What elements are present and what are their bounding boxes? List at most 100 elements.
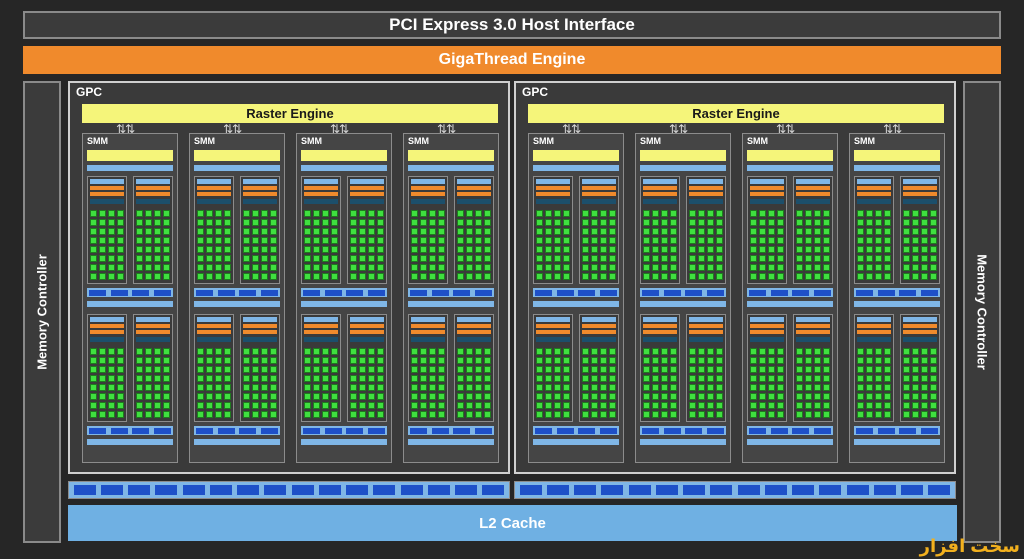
processing-block	[87, 176, 127, 284]
cuda-core	[866, 237, 873, 244]
cuda-core	[930, 348, 937, 355]
polymorph-engine	[301, 150, 387, 161]
register-file	[304, 337, 338, 342]
instruction-buffer	[903, 317, 937, 322]
ldst-sfu-row	[854, 426, 940, 435]
cuda-core	[777, 210, 784, 217]
gpc-label: GPC	[522, 85, 549, 99]
cuda-core	[805, 402, 812, 409]
cuda-core	[197, 357, 204, 364]
ldst-unit	[153, 289, 171, 296]
cuda-core	[377, 264, 384, 271]
cuda-core	[857, 357, 864, 364]
cuda-core	[866, 228, 873, 235]
ldst-unit	[556, 427, 574, 434]
cuda-core	[796, 384, 803, 391]
cuda-core	[823, 210, 830, 217]
cuda-core	[243, 228, 250, 235]
dispatch-unit	[457, 330, 491, 334]
cuda-core	[600, 348, 607, 355]
cuda-core	[554, 402, 561, 409]
cuda-core	[163, 264, 170, 271]
cuda-core	[661, 384, 668, 391]
cuda-core	[136, 264, 143, 271]
l2-slice	[373, 485, 396, 495]
cuda-core	[884, 210, 891, 217]
cuda-core	[420, 375, 427, 382]
cuda-core	[429, 411, 436, 418]
ldst-unit	[706, 427, 724, 434]
cuda-core	[814, 210, 821, 217]
l2-cache: L2 Cache	[68, 505, 957, 541]
cuda-core	[759, 375, 766, 382]
ldst-unit	[474, 427, 492, 434]
processing-block	[533, 176, 573, 284]
cuda-core	[331, 366, 338, 373]
cuda-core	[884, 366, 891, 373]
cuda-core	[322, 366, 329, 373]
cuda-core	[99, 366, 106, 373]
cuda-core	[912, 375, 919, 382]
cuda-core	[154, 366, 161, 373]
cuda-core	[377, 237, 384, 244]
dispatch-unit	[536, 192, 570, 196]
cuda-core	[466, 375, 473, 382]
ldst-unit	[410, 289, 428, 296]
cuda-core	[359, 210, 366, 217]
cuda-core	[313, 246, 320, 253]
cuda-core	[270, 411, 277, 418]
cuda-core	[796, 237, 803, 244]
cuda-core	[707, 357, 714, 364]
cuda-core-grid	[350, 210, 385, 280]
cuda-core	[261, 357, 268, 364]
cuda-core	[643, 384, 650, 391]
cuda-core	[652, 219, 659, 226]
cuda-core	[457, 210, 464, 217]
cuda-core	[643, 219, 650, 226]
cuda-core	[554, 219, 561, 226]
cuda-core	[768, 384, 775, 391]
cuda-core	[796, 255, 803, 262]
cuda-core	[600, 264, 607, 271]
cuda-core	[884, 237, 891, 244]
warp-scheduler	[350, 324, 384, 328]
cuda-core	[108, 210, 115, 217]
cuda-core-grid	[304, 210, 339, 280]
cuda-core	[484, 411, 491, 418]
cuda-core	[875, 375, 882, 382]
cuda-core	[429, 228, 436, 235]
cuda-core	[322, 273, 329, 280]
l2-slice	[291, 485, 314, 495]
cuda-core	[768, 228, 775, 235]
cuda-core	[466, 219, 473, 226]
gpc-label: GPC	[76, 85, 103, 99]
cuda-core	[99, 357, 106, 364]
cuda-core	[921, 384, 928, 391]
cuda-core	[359, 375, 366, 382]
instruction-cache	[87, 165, 173, 171]
cuda-core	[154, 219, 161, 226]
cuda-core	[536, 375, 543, 382]
cuda-core	[475, 273, 482, 280]
cuda-core	[197, 255, 204, 262]
cuda-core	[903, 219, 910, 226]
cuda-core	[600, 384, 607, 391]
cuda-core	[930, 366, 937, 373]
cuda-core	[707, 366, 714, 373]
cuda-core	[154, 411, 161, 418]
processing-block	[133, 176, 173, 284]
ldst-unit	[685, 289, 703, 296]
ldst-unit	[260, 289, 278, 296]
cuda-core	[903, 375, 910, 382]
ldst-sfu-row	[640, 426, 726, 435]
cuda-core-grid	[857, 348, 892, 418]
cuda-core	[823, 348, 830, 355]
cuda-core	[90, 348, 97, 355]
instruction-buffer	[304, 317, 338, 322]
cuda-core	[777, 384, 784, 391]
cuda-core-grid	[411, 348, 446, 418]
cuda-core	[457, 357, 464, 364]
cuda-core	[716, 402, 723, 409]
cuda-core	[90, 246, 97, 253]
cuda-core	[136, 366, 143, 373]
